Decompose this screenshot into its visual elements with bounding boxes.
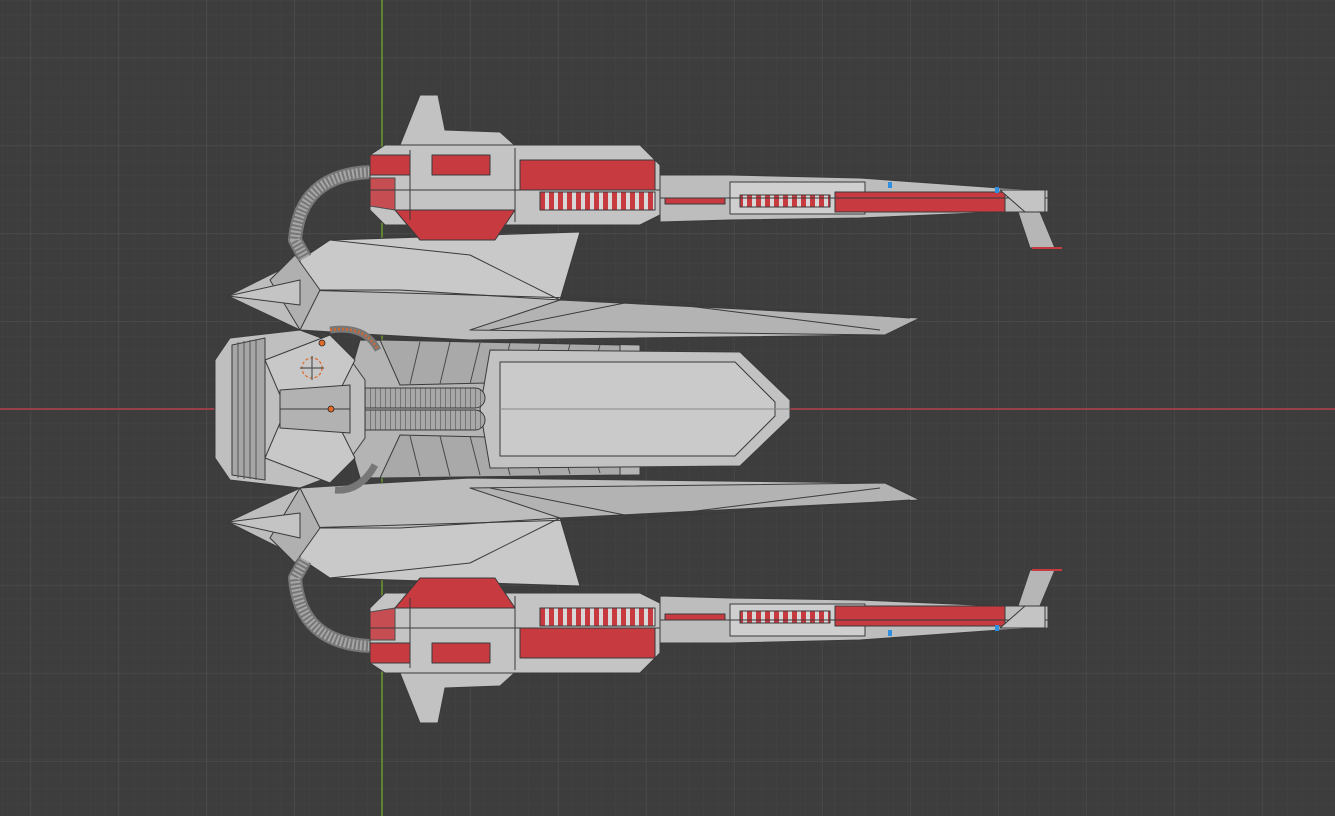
lower-cockpit-tube — [334, 463, 379, 494]
fuselage — [214, 325, 791, 494]
upper-gun-pod — [288, 94, 1062, 262]
object-origin-icon — [327, 405, 335, 413]
lower-wing — [227, 477, 921, 587]
coil-upper — [354, 387, 486, 409]
upper-wing — [227, 231, 921, 341]
spaceship-mesh — [214, 94, 1062, 724]
3d-cursor-icon — [300, 356, 324, 380]
selected-vertex — [318, 339, 326, 347]
lower-gun-pod — [288, 556, 1062, 724]
coil-lower — [354, 409, 486, 431]
